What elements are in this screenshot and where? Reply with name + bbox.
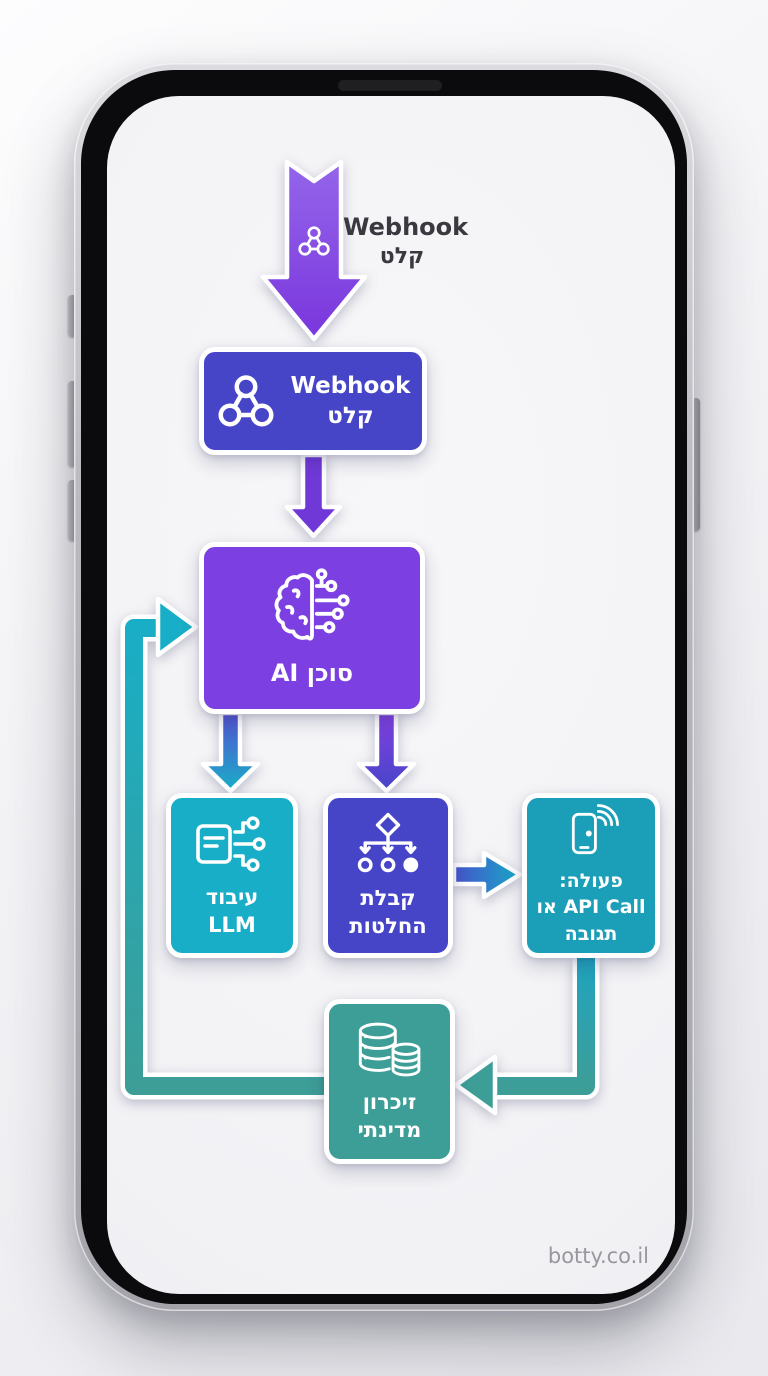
volume-down-button bbox=[68, 480, 77, 541]
arrow-ai-to-llm bbox=[200, 710, 261, 794]
arrow-action-to-memory bbox=[453, 958, 600, 1116]
arrow-webhook-input bbox=[260, 159, 368, 342]
decision-node-subtitle: החלטות bbox=[349, 913, 427, 938]
node-ai-agent: סוכן AI bbox=[199, 542, 425, 714]
input-label-line1: Webhook bbox=[343, 213, 469, 241]
node-action: פעולה: API Call או תגובה bbox=[522, 793, 660, 958]
input-arrow-label: Webhook קלט bbox=[343, 212, 469, 271]
llm-node-subtitle: LLM bbox=[208, 912, 256, 937]
memory-node-subtitle: מדינתי bbox=[357, 1117, 422, 1142]
ai-node-title: סוכן AI bbox=[270, 659, 354, 688]
watermark: botty.co.il bbox=[547, 1244, 649, 1268]
node-llm-processing: עיבוד LLM bbox=[166, 793, 298, 958]
llm-routing-icon bbox=[196, 816, 266, 872]
webhook-node-subtitle: קלט bbox=[327, 403, 374, 429]
node-state-memory: זיכרון מדינתי bbox=[324, 999, 455, 1164]
action-node-line1: פעולה: bbox=[559, 869, 623, 892]
action-node-line2: API Call או bbox=[536, 896, 646, 919]
database-icon bbox=[358, 1022, 420, 1077]
power-button bbox=[691, 398, 700, 531]
volume-up-button bbox=[68, 381, 77, 467]
webhook-icon bbox=[218, 375, 274, 427]
arrow-ai-to-decision bbox=[356, 710, 417, 794]
phone-frame: Webhook קלט Webhook קלט bbox=[74, 63, 694, 1311]
phone-bezel: Webhook קלט Webhook קלט bbox=[81, 70, 687, 1304]
input-label-line2: קלט bbox=[379, 243, 425, 269]
flow-arrows bbox=[120, 159, 600, 1116]
decision-node-title: קבלת bbox=[360, 885, 416, 910]
memory-node-title: זיכרון bbox=[362, 1089, 417, 1114]
arrow-memory-loop-to-ai bbox=[120, 596, 327, 1100]
action-node-line3: תגובה bbox=[564, 922, 618, 945]
arrow-webhook-to-ai bbox=[284, 452, 343, 539]
node-webhook-input: Webhook קלט bbox=[199, 347, 427, 455]
phone-screen: Webhook קלט Webhook קלט bbox=[107, 96, 675, 1294]
mute-switch bbox=[68, 295, 77, 337]
webhook-icon bbox=[298, 226, 330, 256]
webhook-node-title: Webhook bbox=[290, 372, 411, 399]
decision-tree-icon bbox=[357, 812, 419, 873]
phone-notch bbox=[338, 80, 442, 91]
node-decision-making: קבלת החלטות bbox=[323, 793, 453, 958]
phone-signal-icon bbox=[571, 803, 619, 854]
llm-node-title: עיבוד bbox=[205, 884, 259, 909]
arrow-decision-to-action bbox=[451, 850, 523, 900]
ai-brain-circuit-icon bbox=[274, 568, 350, 641]
